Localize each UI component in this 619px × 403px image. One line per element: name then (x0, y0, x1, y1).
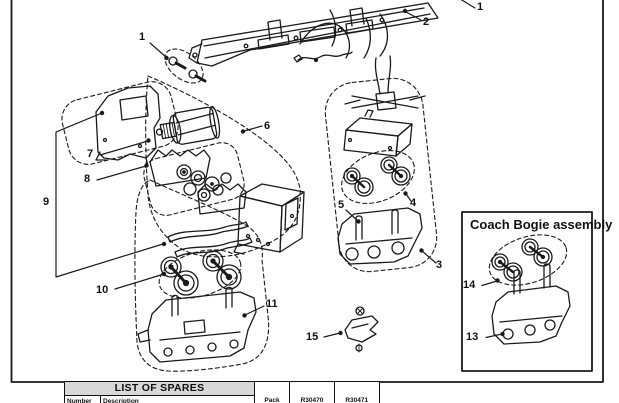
col-description: Description (100, 394, 255, 403)
screws-art (164, 48, 207, 84)
callout-15: 15 (306, 331, 319, 343)
callout-7: 7 (87, 148, 94, 160)
coupling-art (344, 306, 379, 353)
leader-lines (55, 0, 505, 339)
bogie-group-art (337, 55, 426, 265)
callout-4: 4 (410, 197, 417, 209)
callout-3: 3 (436, 259, 443, 271)
callout-1-top: 1 (477, 1, 484, 13)
callout-13: 13 (466, 331, 479, 343)
callout-5: 5 (338, 199, 345, 211)
power-bogie-frame-art (137, 286, 257, 363)
pickup-strips-art (167, 221, 253, 258)
chassis-block-art (233, 183, 305, 255)
callout-8: 8 (84, 173, 91, 185)
callout-14: 14 (463, 279, 476, 291)
callout-11: 11 (266, 298, 278, 310)
col-number: Number (64, 394, 101, 403)
motor-art (155, 105, 221, 145)
dashed-group-outlines (61, 75, 438, 372)
col-code-1: R30470 (289, 381, 335, 403)
callout-2: 2 (423, 16, 430, 28)
loco-chassis-art (188, 2, 439, 67)
inset-title: Coach Bogie assembly (470, 217, 613, 232)
coach-bogie-inset (461, 211, 593, 372)
callout-6: 6 (264, 120, 271, 132)
motor-bracket-art (95, 85, 161, 167)
callout-10: 10 (96, 284, 109, 296)
gear-train-art (149, 149, 247, 215)
col-pack: Pack (253, 381, 291, 403)
callout-9: 9 (43, 196, 50, 208)
col-code-2: R30471 (333, 381, 380, 403)
driving-wheels-art (160, 250, 242, 296)
callout-1-left: 1 (139, 31, 146, 43)
